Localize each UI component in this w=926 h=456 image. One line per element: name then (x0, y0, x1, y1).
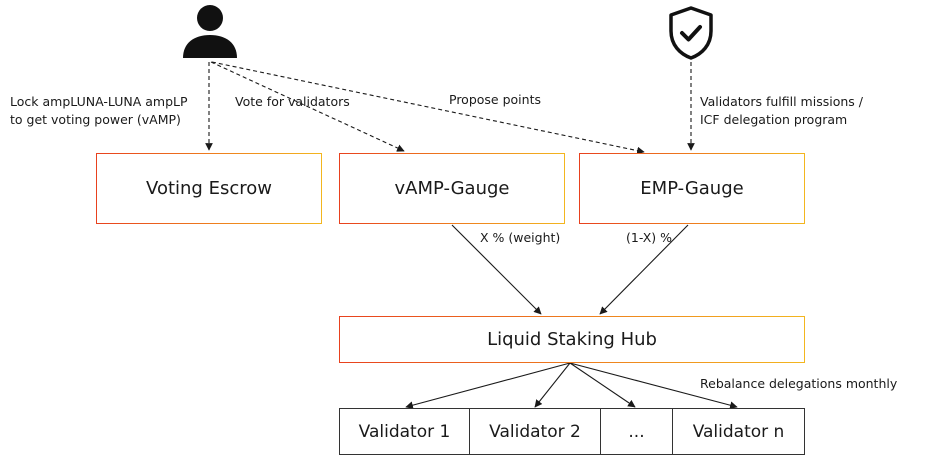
label-missions: Validators fulfill missions / ICF delega… (700, 93, 863, 129)
edge-hub-to-validator-2 (534, 362, 571, 408)
label-missions-line-2: ICF delegation program (700, 112, 848, 127)
shield-check-icon (669, 6, 713, 60)
label-one-minus-x: (1-X) % (626, 230, 673, 245)
liquid-staking-hub-box[interactable]: Liquid Staking Hub (339, 316, 805, 363)
vamp-gauge-box[interactable]: vAMP-Gauge (339, 153, 565, 224)
emp-gauge-box[interactable]: EMP-Gauge (579, 153, 805, 224)
edge-vote (210, 61, 405, 152)
edge-hub-to-validator-1 (405, 362, 571, 409)
emp-gauge-label: EMP-Gauge (640, 178, 744, 199)
validator-ellipsis-box[interactable]: ... (600, 408, 673, 455)
validator-n-label: Validator n (692, 421, 785, 442)
user-icon (183, 5, 237, 58)
edge-propose (211, 61, 645, 155)
label-lock: Lock ampLUNA-LUNA ampLP to get voting po… (10, 93, 188, 129)
voting-escrow-label: Voting Escrow (146, 178, 272, 199)
validator-1-label: Validator 1 (358, 421, 451, 442)
voting-escrow-box[interactable]: Voting Escrow (96, 153, 322, 224)
validator-1-box[interactable]: Validator 1 (339, 408, 470, 455)
validator-n-box[interactable]: Validator n (672, 408, 805, 455)
edge-hub-to-validator-n (569, 362, 738, 409)
label-lock-line-1: Lock ampLUNA-LUNA ampLP (10, 94, 188, 109)
label-lock-line-2: to get voting power (vAMP) (10, 112, 181, 127)
label-missions-line-1: Validators fulfill missions / (700, 94, 863, 109)
label-propose: Propose points (449, 92, 541, 107)
liquid-staking-hub-label: Liquid Staking Hub (487, 329, 657, 350)
validator-ellipsis-label: ... (628, 421, 645, 442)
label-vote: Vote for validators (235, 94, 350, 109)
edge-emp-to-hub (599, 224, 689, 315)
label-rebalance: Rebalance delegations monthly (700, 376, 898, 391)
label-x-weight: X % (weight) (480, 230, 561, 245)
edge-hub-to-validator-ellipsis (569, 362, 636, 408)
vamp-gauge-label: vAMP-Gauge (394, 178, 510, 199)
validator-2-label: Validator 2 (489, 421, 581, 442)
edge-vamp-to-hub (451, 224, 542, 315)
validator-2-box[interactable]: Validator 2 (469, 408, 601, 455)
